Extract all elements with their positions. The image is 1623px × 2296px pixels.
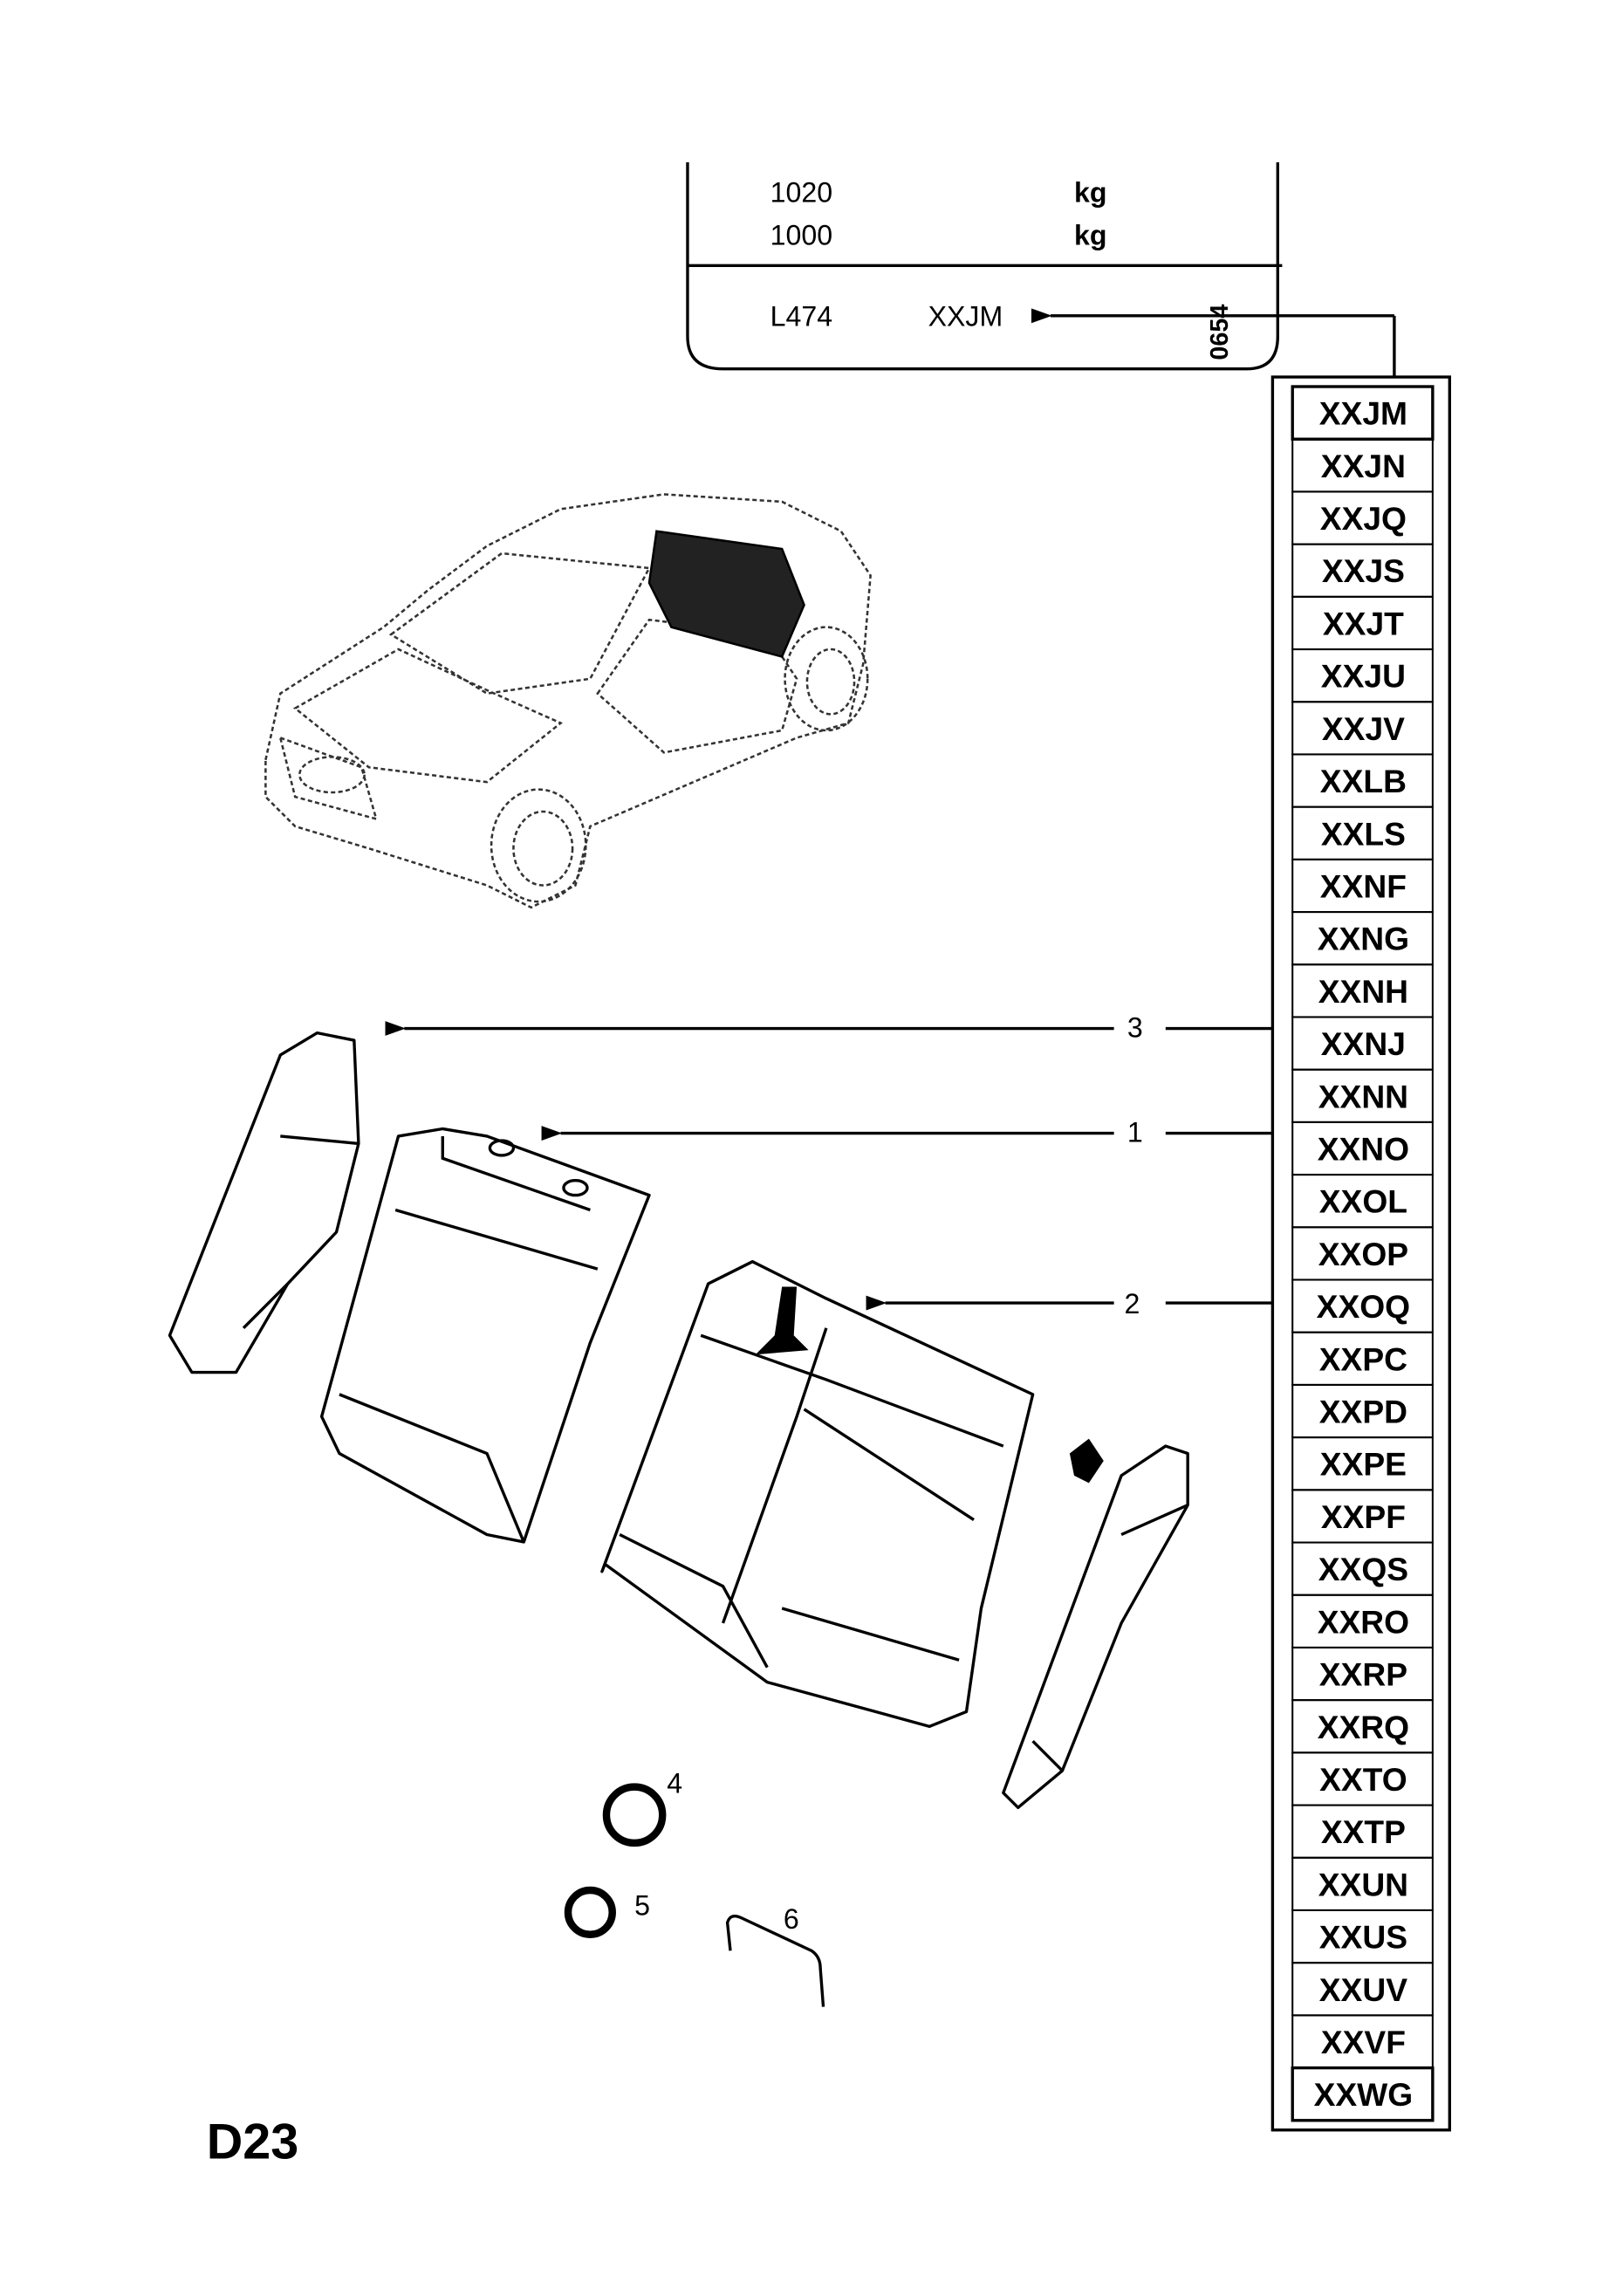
code-item: XXOQ (1317, 1288, 1410, 1325)
retaining-ring-large (602, 1783, 667, 1847)
code-item: XXPD (1319, 1394, 1407, 1430)
svg-text:2: 2 (1124, 1288, 1140, 1319)
callout-5: 5 (634, 1890, 650, 1922)
code-item: XXRP (1319, 1656, 1407, 1693)
wire-clip (725, 1914, 825, 2007)
page-code: D23 (207, 2114, 298, 2170)
svg-text:1: 1 (1127, 1117, 1143, 1148)
code-item: XXJN (1321, 448, 1406, 484)
code-item: XXPC (1319, 1340, 1407, 1377)
code-item: XXRQ (1318, 1709, 1409, 1745)
car-illustration (264, 493, 872, 909)
code-item: XXRO (1318, 1603, 1409, 1640)
seat-cushion (600, 1260, 1035, 1729)
weight-unit-2: kg (1074, 220, 1106, 251)
code-item: XXVF (1321, 2024, 1406, 2060)
code-item: XXJT (1323, 605, 1404, 641)
weight-value-1: 1020 (770, 177, 832, 209)
code-item: XXPF (1321, 1498, 1406, 1535)
code-item: XXJQ (1320, 500, 1407, 537)
code-item: XXNN (1318, 1078, 1408, 1114)
seat-latch (755, 1286, 809, 1355)
code-item: XXOL (1319, 1183, 1407, 1220)
code-item: XXNJ (1321, 1025, 1406, 1062)
side-bolster-left (168, 1031, 360, 1374)
code-item: XXWG (1314, 2076, 1414, 2113)
callout-6: 6 (784, 1903, 799, 1935)
backrest (319, 1127, 651, 1544)
code-item: XXPE (1320, 1446, 1407, 1483)
weight-unit-1: kg (1074, 177, 1106, 209)
code-item: XXUN (1318, 1866, 1408, 1902)
code-cell (1291, 2066, 1435, 2122)
header-box: 1020 kg 1000 kg L474 XXJM 0654 (686, 161, 1396, 377)
code-item: XXJM (1319, 395, 1407, 432)
code-item: XXTP (1321, 1813, 1406, 1850)
code-item: XXUV (1319, 1971, 1407, 2008)
svg-text:3: 3 (1127, 1012, 1143, 1044)
code-item: XXQS (1318, 1551, 1408, 1587)
code-item: XXNG (1318, 921, 1409, 957)
code-item: XXNF (1320, 867, 1407, 904)
callout-4: 4 (667, 1767, 682, 1799)
code-item: XXUS (1319, 1919, 1407, 1956)
code-item: XXJV (1322, 710, 1405, 747)
code-item: XXTO (1319, 1761, 1407, 1798)
code-list: XXJM XXJN XXJQ XXJS XXJT XXJU XXJV XXLB XXLS XXNF… (1270, 375, 1451, 2132)
retaining-ring-small (564, 1886, 616, 1938)
callout-2: 2 (866, 1288, 1272, 1319)
code-item: XXNH (1318, 973, 1408, 1010)
selected-code: XXJM (928, 301, 1003, 332)
code-item: XXLB (1320, 763, 1407, 799)
callout-1: 1 (541, 1117, 1272, 1148)
callout-3: 3 (385, 1012, 1272, 1044)
code-item: XXJS (1322, 552, 1405, 589)
code-item: XXNO (1318, 1131, 1409, 1168)
code-item: XXLS (1321, 815, 1406, 852)
code-item: XXJU (1321, 658, 1406, 695)
side-bolster-right (1002, 1444, 1189, 1810)
model-code: L474 (770, 301, 832, 332)
side-number: 0654 (1206, 305, 1234, 360)
seat-highlight (647, 530, 805, 658)
code-item: XXOP (1318, 1236, 1408, 1272)
clip-fastener (1069, 1438, 1104, 1484)
weight-value-2: 1000 (770, 220, 832, 251)
